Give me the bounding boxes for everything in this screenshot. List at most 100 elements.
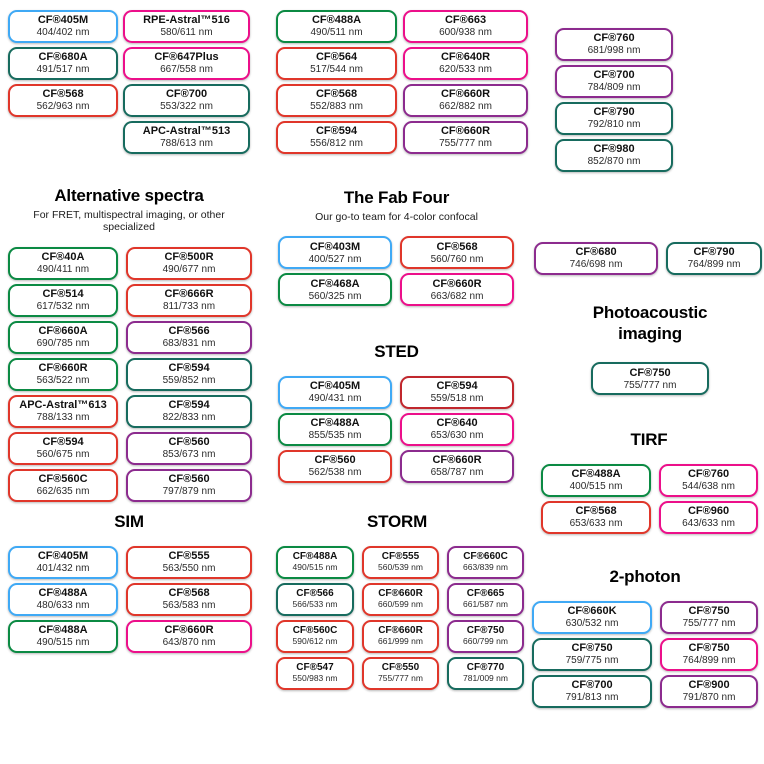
- dye-name: CF®660R: [38, 362, 88, 375]
- section-title-photoacoustic: Photoacoustic imaging: [592, 303, 708, 343]
- dye-ex-em-wavelengths: 400/527 nm: [308, 253, 362, 265]
- dye-name: CF®594: [42, 436, 84, 449]
- dye-ex-em-wavelengths: 559/518 nm: [430, 392, 484, 404]
- dye-ex-em-wavelengths: 490/677 nm: [162, 264, 216, 276]
- dye-name: CF®660R: [440, 125, 491, 138]
- dye-ex-em-wavelengths: 563/550 nm: [162, 562, 216, 574]
- dye-ex-em-wavelengths: 746/698 nm: [569, 259, 623, 271]
- dye-name: CF®488A: [292, 551, 338, 563]
- dye-name: CF®790: [593, 106, 635, 119]
- dye-name: CF®663: [444, 14, 487, 27]
- dye-name: CF®647Plus: [154, 51, 219, 64]
- section-subtitle-alternative-spectra: For FRET, multispectral imaging, or othe…: [33, 208, 225, 234]
- dye-name: CF®468A: [310, 277, 360, 290]
- dye-name: CF®594: [168, 399, 210, 412]
- dye-name: CF®568: [42, 88, 84, 101]
